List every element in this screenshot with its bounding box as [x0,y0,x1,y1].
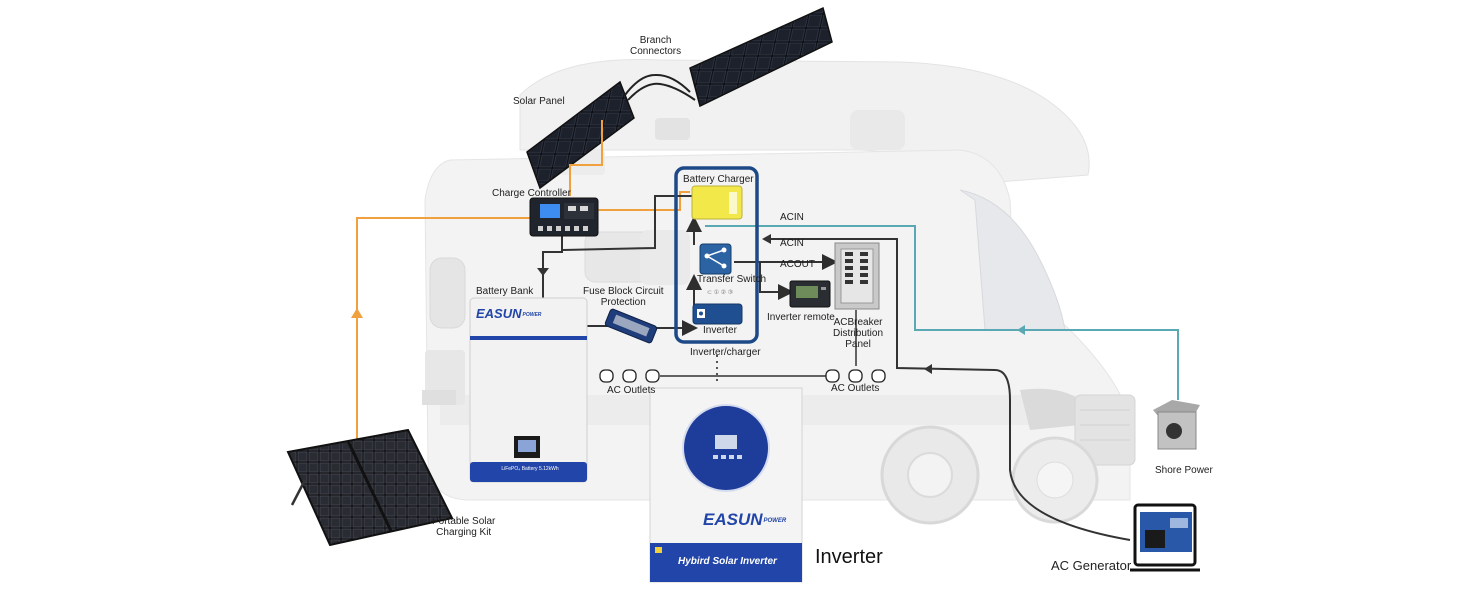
roof-solar-panel-left [526,80,635,190]
inverter-big-label: Inverter [815,546,883,568]
svg-text:⊂ ① ② ③: ⊂ ① ② ③ [707,289,733,296]
inverter-charger-label: Inverter/charger [690,347,761,358]
inverter-brand-logo: EASUNPOWER [703,510,787,529]
acin-label-1: ACIN [780,212,804,223]
transfer-switch-label: Transfer Switch [697,274,767,285]
rv-silhouette [422,58,1136,525]
solar-panel-label: Solar Panel [513,96,565,107]
portable-solar-kit-device [286,428,454,547]
battery-charger-device [691,185,743,220]
shore-power-label: Shore Power [1155,465,1213,476]
acout-label: ACOUT [780,259,815,270]
inverter-model-label: Hybird Solar Inverter [678,556,777,567]
inverter-small-device [692,303,743,325]
ac-breaker-panel-device [834,242,880,310]
acin-label-2: ACIN [780,238,804,249]
ac-outlets-right-label: AC Outlets [831,383,880,394]
portable-solar-label: Portable Solar Charging Kit [432,516,496,538]
inverter-charger-enclosure [674,166,759,344]
inverter-small-label: Inverter [703,325,737,336]
inverter-remote-device [789,280,831,308]
roof-solar-panel-right [689,6,833,108]
battery-bank-label: Battery Bank [476,286,534,297]
battery-bank-device [469,297,588,483]
shore-power-device [1153,400,1200,450]
battery-charger-label: Battery Charger [683,174,754,185]
charge-controller-device [529,197,599,237]
ac-outlets-left-label: AC Outlets [607,385,656,396]
ac-outlets-right [825,369,886,383]
branch-connectors-label: Branch Connectors [630,35,682,57]
battery-model-label: LiFePO₄ Battery 5.12kWh [501,466,559,472]
ac-outlets-left [599,369,660,383]
fuse-block-device [604,308,658,344]
transfer-switch-device: ⊂ ① ② ③ [699,243,733,296]
fuse-block-label: Fuse Block Circuit Protection [583,286,664,308]
ac-generator-label: AC Generator [1051,558,1132,573]
inverter-remote-label: Inverter remote [767,312,835,323]
ac-generator-device [1130,503,1200,572]
acbreaker-panel-label: ACBreaker Distribution Panel [833,317,884,350]
charge-controller-label: Charge Controller [492,188,571,199]
battery-brand-logo: EASUNPOWER [476,306,542,321]
hybrid-inverter-device [649,387,803,583]
